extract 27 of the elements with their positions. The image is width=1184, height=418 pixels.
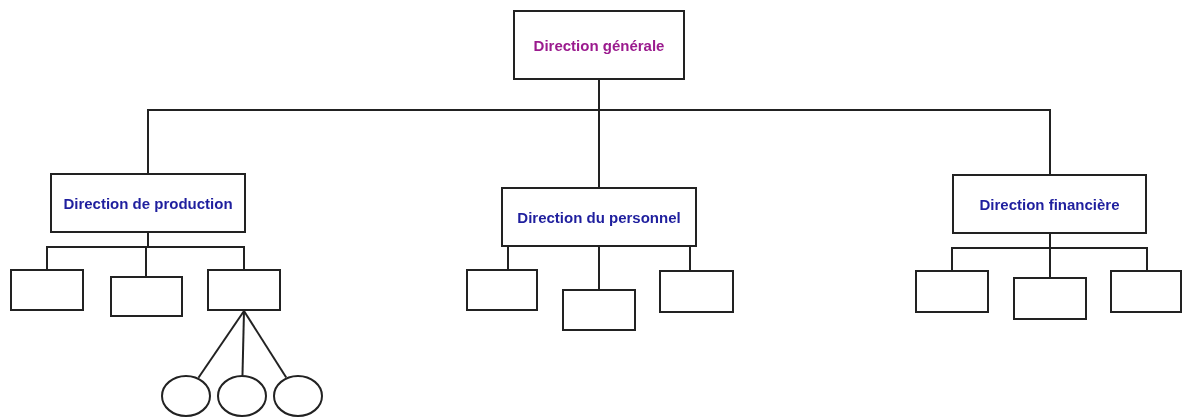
connector-line	[689, 246, 691, 271]
department-name: Direction de production	[62, 193, 234, 213]
connector-line	[147, 232, 245, 270]
department-name: Direction du personnel	[516, 207, 682, 227]
connector-line	[507, 246, 509, 270]
department-box	[513, 10, 685, 80]
empty-box	[659, 270, 734, 313]
connector-line	[243, 310, 288, 379]
department-box	[50, 173, 246, 233]
empty-circle	[161, 375, 211, 417]
connector-line	[197, 310, 245, 379]
department-box	[501, 187, 697, 247]
empty-box	[1013, 277, 1087, 320]
empty-circle	[273, 375, 323, 417]
empty-box	[207, 269, 281, 311]
department-name: Direction générale	[532, 35, 666, 55]
connector-line	[598, 246, 600, 290]
empty-box	[1110, 270, 1182, 313]
empty-circle	[217, 375, 267, 417]
empty-box	[10, 269, 84, 311]
connector-line	[241, 310, 245, 376]
empty-box	[915, 270, 989, 313]
empty-box	[466, 269, 538, 311]
empty-box	[110, 276, 183, 317]
department-name: Direction financière	[978, 194, 1121, 214]
department-box	[952, 174, 1147, 234]
empty-box	[562, 289, 636, 331]
